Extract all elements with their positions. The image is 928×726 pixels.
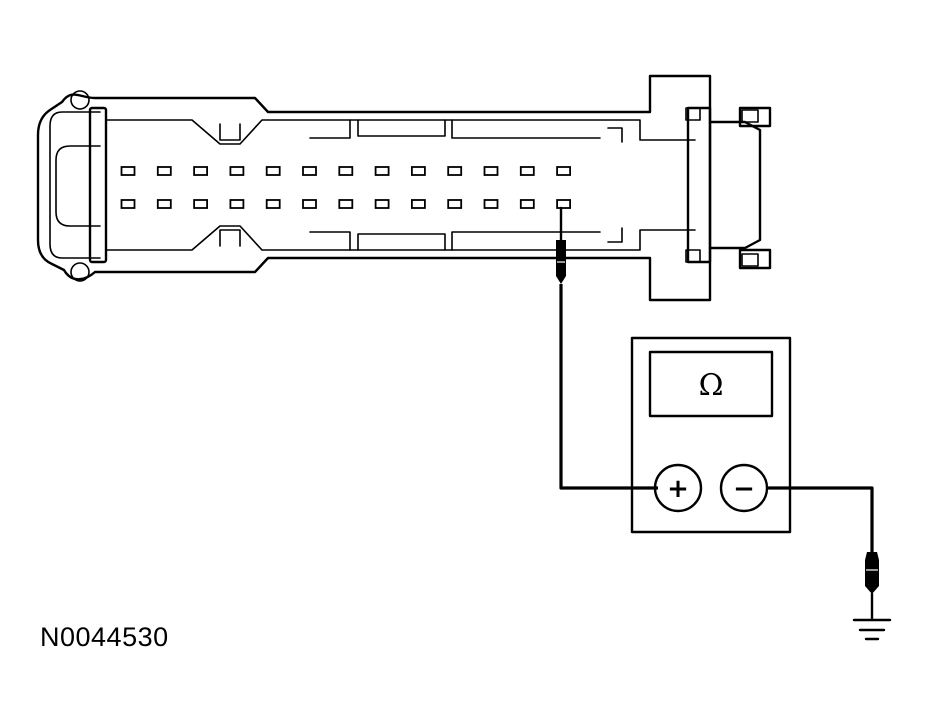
connector-pin bbox=[229, 166, 245, 176]
connector-pin bbox=[120, 166, 136, 176]
connector-pin bbox=[519, 166, 535, 176]
ground-probe-icon bbox=[865, 552, 879, 622]
connector-pin bbox=[556, 166, 571, 176]
connector-pin bbox=[483, 166, 499, 176]
connector-pin bbox=[410, 166, 426, 176]
positive-terminal-label: + bbox=[667, 474, 689, 504]
connector-pin bbox=[229, 199, 245, 209]
connector-pin bbox=[483, 199, 499, 209]
ground-symbol-icon bbox=[852, 618, 892, 641]
connector-pin bbox=[338, 166, 354, 176]
positive-terminal bbox=[653, 463, 703, 513]
connector-pin bbox=[156, 199, 172, 209]
connector-pins bbox=[120, 166, 571, 209]
connector-pin bbox=[265, 199, 281, 209]
connector-pin bbox=[556, 199, 571, 209]
negative-lead-wire bbox=[767, 486, 874, 552]
connector-pin bbox=[447, 166, 463, 176]
negative-terminal-label: − bbox=[733, 474, 755, 504]
connector-pin bbox=[193, 166, 209, 176]
meter-display-symbol: Ω bbox=[699, 368, 724, 403]
connector-icon bbox=[36, 74, 772, 302]
probed-pin bbox=[519, 199, 535, 209]
connector-pin bbox=[302, 166, 317, 176]
connector-pin bbox=[120, 199, 136, 209]
probe-icon bbox=[556, 206, 566, 284]
connector-pin bbox=[447, 199, 463, 209]
connector-pin bbox=[302, 199, 317, 209]
figure-id-label: N0044530 bbox=[40, 622, 169, 652]
connector-pin bbox=[410, 199, 426, 209]
connector-pin bbox=[156, 166, 172, 176]
connector-pin bbox=[374, 166, 390, 176]
ohmmeter-icon bbox=[630, 336, 792, 534]
connector-pin bbox=[338, 199, 354, 209]
connector-pin bbox=[193, 199, 209, 209]
connector-pin bbox=[374, 199, 390, 209]
connector-pin bbox=[265, 166, 281, 176]
positive-lead-wire bbox=[559, 284, 658, 490]
